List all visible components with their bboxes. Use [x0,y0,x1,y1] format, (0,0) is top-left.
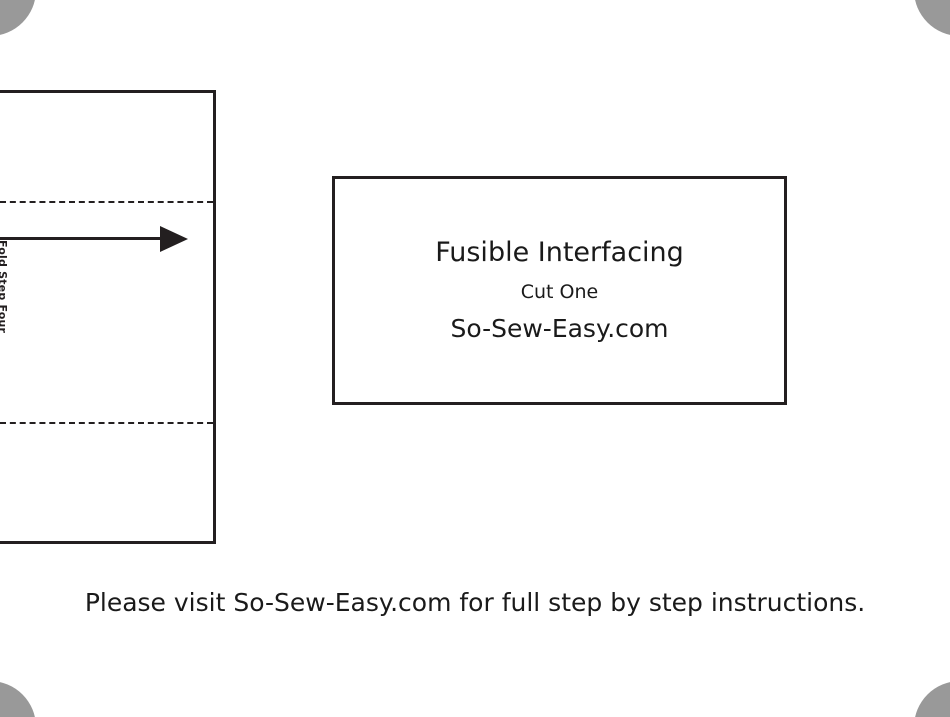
interfacing-cut-instruction: Cut One [520,281,599,304]
upper-fold-line [0,201,213,203]
arrow-head-icon [160,226,188,252]
corner-mark-top-right [914,0,950,36]
fusible-interfacing-box: Fusible Interfacing Cut One So-Sew-Easy.… [332,176,787,405]
grainline-arrow [0,226,190,252]
corner-mark-top-left [0,0,36,36]
corner-mark-bottom-left [0,681,36,717]
fusible-interfacing-box-content: Fusible Interfacing Cut One So-Sew-Easy.… [335,179,784,402]
pattern-piece-outline [0,90,216,544]
lower-fold-line [0,422,213,424]
interfacing-website: So-Sew-Easy.com [450,314,669,344]
interfacing-title: Fusible Interfacing [435,236,684,268]
corner-mark-bottom-right [914,681,950,717]
arrow-shaft [0,237,164,240]
fold-step-label: Fold Step Four [0,240,9,334]
footer-note: Please visit So-Sew-Easy.com for full st… [84,588,866,617]
